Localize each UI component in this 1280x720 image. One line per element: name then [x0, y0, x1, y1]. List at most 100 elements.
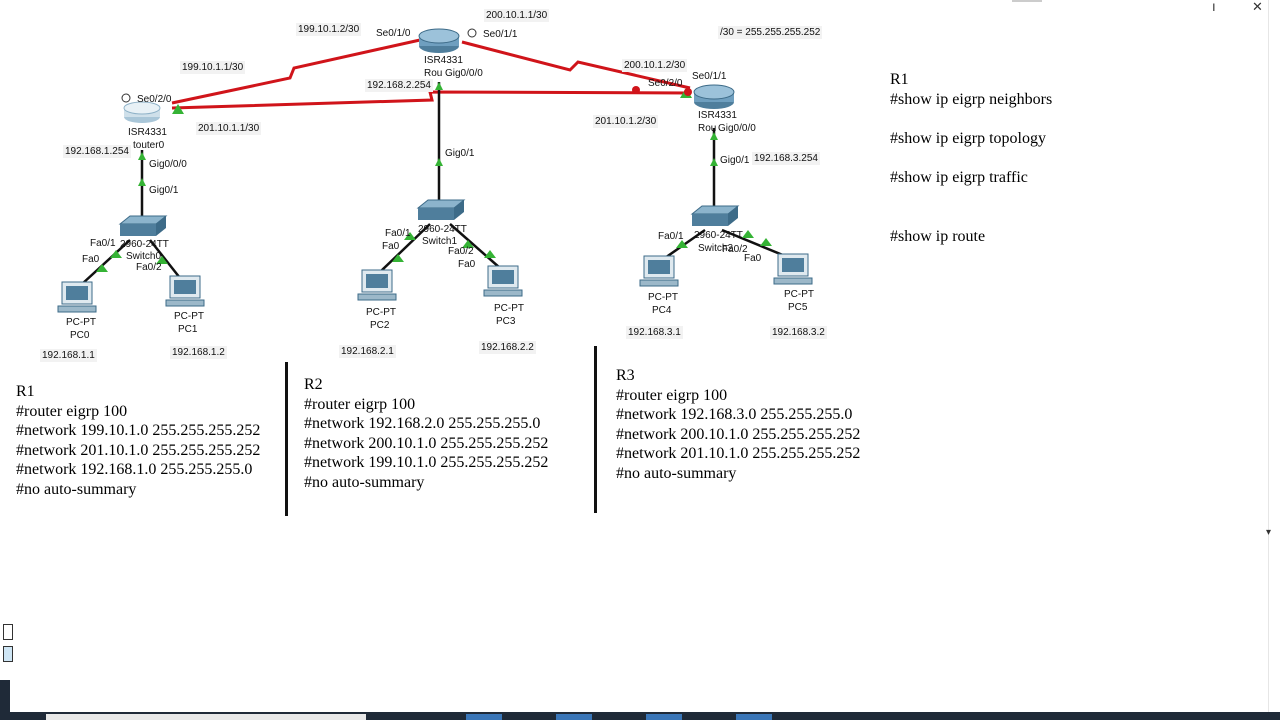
- port-label: Fa0: [382, 241, 400, 252]
- router-r2-icon: [418, 28, 460, 53]
- pc-type-label: PC-PT: [648, 292, 678, 303]
- pc-type-label: PC-PT: [174, 311, 204, 322]
- link-ip-label: 199.10.1.1/30: [180, 61, 246, 74]
- pc0-icon: [57, 281, 97, 313]
- note-line: #show ip eigrp neighbors: [890, 90, 1053, 108]
- note-line: #network 199.10.1.0 255.255.255.252: [16, 422, 261, 440]
- port-label: Fa0/2: [722, 244, 748, 255]
- pc3-icon: [483, 265, 523, 297]
- pc-name-label: PC2: [370, 320, 390, 331]
- panel-toggle-icon[interactable]: [3, 646, 13, 662]
- switch-sw0-icon: [118, 215, 168, 236]
- pc-ip-label: 192.168.2.1: [339, 345, 396, 358]
- minimize-icon[interactable]: ı: [1212, 0, 1216, 15]
- serial-link-r1-r2: [171, 38, 421, 105]
- clock-icon: [467, 28, 477, 38]
- port-label: Gig0/1: [720, 155, 750, 166]
- port-label: Gig0/0/0: [149, 159, 187, 170]
- eth-link-sw0-pc0: [81, 239, 131, 285]
- pc-type-label: PC-PT: [784, 289, 814, 300]
- router-model-label: ISR4331: [424, 55, 463, 66]
- switch-name-label: Switch1: [422, 236, 458, 247]
- port-label: Fa0: [82, 254, 100, 265]
- router-r1-icon: [123, 101, 161, 123]
- show-commands-notes: R1 #show ip eigrp neighbors #show ip eig…: [890, 70, 1052, 246]
- router-name-label: Rou: [698, 123, 717, 134]
- port-label: Se0/2/0: [137, 94, 172, 105]
- note-line: #network 201.10.1.0 255.255.255.252: [16, 441, 261, 459]
- serial-link-r2-r3: [461, 40, 691, 90]
- eth-link-sw2-pc5: [721, 228, 791, 260]
- pc-ip-label: 192.168.3.1: [626, 326, 683, 339]
- lan-ip-label: 192.168.2.254: [365, 79, 433, 92]
- pc-type-label: PC-PT: [66, 317, 96, 328]
- taskbar-item[interactable]: [556, 714, 592, 720]
- port-label: Gig0/0/0: [445, 68, 483, 79]
- pc-type-label: PC-PT: [366, 307, 396, 318]
- pc-name-label: PC3: [496, 316, 516, 327]
- port-label: Fa0: [458, 259, 476, 270]
- note-line: #router eigrp 100: [16, 402, 128, 420]
- note-line: #network 200.10.1.0 255.255.255.252: [304, 434, 549, 452]
- notes-divider: [285, 362, 288, 516]
- scroll-down-icon[interactable]: ▾: [1266, 527, 1272, 538]
- link-ip-label: 201.10.1.2/30: [593, 115, 659, 128]
- taskbar-item[interactable]: [46, 714, 366, 720]
- taskbar-item[interactable]: [646, 714, 682, 720]
- r1-config-notes: R1 #router eigrp 100 #network 199.10.1.0…: [16, 382, 260, 500]
- link-ip-label: 201.10.1.1/30: [196, 122, 262, 135]
- switch-name-label: Switch2: [698, 243, 734, 254]
- port-label: Se0/1/0: [376, 28, 411, 39]
- pc4-icon: [639, 255, 679, 287]
- port-label: Gig0/1: [445, 148, 475, 159]
- note-line: R1: [16, 383, 35, 400]
- router-model-label: ISR4331: [698, 110, 737, 121]
- switch-model-label: 2960-24TT: [418, 224, 467, 235]
- note-line: #router eigrp 100: [304, 395, 416, 413]
- port-label: Fa0/2: [448, 246, 474, 257]
- left-edge-strip: [0, 680, 10, 712]
- pc-ip-label: 192.168.2.2: [479, 341, 536, 354]
- port-label: Se0/1/1: [483, 29, 518, 40]
- note-line: #network 192.168.3.0 255.255.255.0: [616, 406, 853, 424]
- taskbar-item[interactable]: [736, 714, 772, 720]
- taskbar: [0, 712, 1280, 720]
- close-icon[interactable]: ✕: [1252, 0, 1263, 15]
- pc-name-label: PC5: [788, 302, 808, 313]
- port-label: Fa0/1: [658, 231, 684, 242]
- port-label: Fa0/2: [136, 262, 162, 273]
- eth-link-sw0-pc1: [149, 239, 181, 279]
- switch-model-label: 2960-24TT: [120, 239, 169, 250]
- pc-ip-label: 192.168.3.2: [770, 326, 827, 339]
- switch-sw1-icon: [416, 199, 466, 220]
- note-line: #network 200.10.1.0 255.255.255.252: [616, 425, 861, 443]
- notes-divider: [594, 346, 597, 513]
- link-ip-label: 199.10.1.2/30: [296, 23, 362, 36]
- port-label: Fa0: [744, 253, 762, 264]
- router-name-label: Rou: [424, 68, 443, 79]
- taskbar-item[interactable]: [466, 714, 502, 720]
- lan-ip-label: 192.168.3.254: [752, 152, 820, 165]
- switch-sw2-icon: [690, 205, 740, 226]
- r2-config-notes: R2 #router eigrp 100 #network 192.168.2.…: [304, 375, 548, 493]
- note-line: #router eigrp 100: [616, 386, 728, 404]
- note-line: #network 192.168.1.0 255.255.255.0: [16, 461, 253, 479]
- note-line: #show ip eigrp traffic: [890, 168, 1028, 186]
- note-line: #network 192.168.2.0 255.255.255.0: [304, 415, 541, 433]
- pc2-icon: [357, 269, 397, 301]
- checkbox-icon[interactable]: [3, 624, 13, 640]
- lan-ip-label: 192.168.1.254: [63, 145, 131, 158]
- vertical-scrollbar[interactable]: [1268, 0, 1280, 720]
- pc-ip-label: 192.168.1.2: [170, 346, 227, 359]
- note-line: #no auto-summary: [304, 473, 425, 491]
- note-line: R2: [304, 376, 323, 393]
- toolbar-fragment: [1012, 0, 1042, 2]
- port-status-indicators: [96, 82, 772, 272]
- pc1-icon: [165, 275, 205, 307]
- port-label: Se0/2/0: [648, 78, 683, 89]
- note-line: #network 199.10.1.0 255.255.255.252: [304, 454, 549, 472]
- router-model-label: ISR4331: [128, 127, 167, 138]
- port-label: Fa0/1: [385, 228, 411, 239]
